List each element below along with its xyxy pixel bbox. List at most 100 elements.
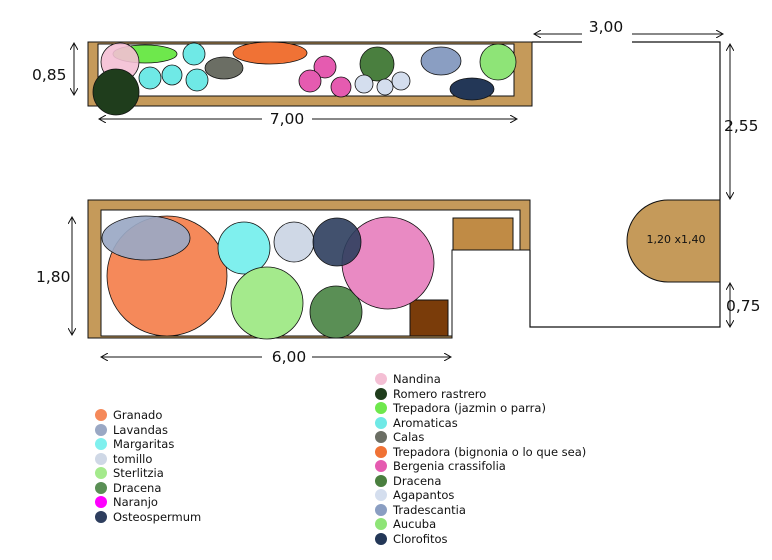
plant-aromaticas-4 [185, 68, 209, 92]
dim-label-top-length: 7,00 [270, 110, 305, 128]
legend-swatch-icon [375, 373, 387, 386]
garden-plan: 1,20 x1,40 [32, 18, 761, 366]
round-bed [626, 199, 721, 283]
legend-item: Tradescantia [375, 503, 586, 518]
legend-swatch-icon [375, 416, 387, 429]
legend-swatch-icon [375, 474, 387, 487]
legend-swatch-icon [375, 503, 387, 516]
legend-label: Osteospermum [113, 509, 202, 524]
light-planter-box [452, 217, 514, 251]
plant-bergenia-2 [298, 69, 322, 93]
legend-label: Tradescantia [393, 502, 466, 517]
legend-swatch-icon [95, 452, 107, 465]
legend-item: Dracena [95, 481, 201, 496]
plant-agapantos-2 [376, 78, 394, 96]
legend-label: Nandina [393, 372, 441, 386]
legend-label: Aucuba [393, 517, 437, 531]
plant-aucuba [479, 43, 517, 81]
dim-label-lower-height: 1,80 [36, 268, 71, 286]
legend-swatch-icon [95, 423, 107, 436]
legend-item: Naranjo [95, 495, 201, 510]
top-bed-plants [92, 41, 517, 116]
plant-aromaticas-3 [182, 42, 206, 66]
plant-bergenia-1 [313, 55, 337, 79]
plant-aromaticas-1 [138, 66, 162, 90]
plant-agapantos-3 [391, 71, 411, 91]
legend-label: Clorofitos [393, 531, 448, 546]
plant-tomillo [273, 221, 315, 263]
legend-label: Agapantos [393, 488, 455, 502]
plant-sterlitzia [230, 266, 304, 340]
legend-swatch-icon [95, 496, 107, 509]
legend-swatch-icon [375, 460, 387, 473]
plant-bergenia-3 [330, 76, 352, 98]
legend-item: Sterlitzia [95, 466, 201, 481]
legend-label: Bergenia crassifolia [393, 459, 506, 473]
legend-swatch-icon [95, 467, 107, 480]
legend-label: Romero rastrero [393, 386, 487, 401]
legend-label: Lavandas [113, 422, 168, 437]
legend-label: Trepadora (bignonia o lo que sea) [393, 444, 587, 459]
legend-item: Trepadora (jazmin o parra) [375, 401, 586, 416]
plant-clorofitos [449, 77, 495, 101]
plant-tradescantia [420, 46, 462, 76]
dim-label-terrace-width: 3,00 [589, 18, 624, 36]
legend-item: tomillo [95, 452, 201, 467]
dimension-labels: 0,85 7,00 3,00 2,55 1,80 6,00 0,75 [32, 18, 761, 366]
legend-swatch-icon [375, 387, 387, 400]
plant-trepadora-bignonia [232, 41, 308, 65]
legend-swatch-icon [95, 438, 107, 451]
legend-item: Aromaticas [375, 416, 586, 431]
dim-label-terrace-lower: 0,75 [726, 297, 761, 315]
legend-swatch-icon [95, 409, 107, 422]
plant-dracena-top [359, 46, 395, 82]
legend-item: Romero rastrero [375, 387, 586, 402]
dim-label-terrace-upper: 2,55 [724, 117, 759, 135]
legend-label: Margaritas [113, 437, 175, 451]
legend-label: Dracena [393, 473, 442, 488]
legend-item: Aucuba [375, 517, 586, 532]
plant-lavandas [101, 215, 191, 261]
legend-label: Naranjo [113, 495, 158, 509]
legend-item: Nandina [375, 372, 586, 387]
plant-osteospermum [312, 217, 362, 267]
legend-label: Granado [113, 408, 163, 422]
plant-calas [204, 56, 244, 80]
plant-agapantos-1 [354, 74, 374, 94]
dark-planter-box [409, 299, 449, 337]
legend-swatch-icon [375, 402, 387, 415]
legend-label: Sterlitzia [113, 466, 164, 480]
legend-item: Calas [375, 430, 586, 445]
lower-bed-plants [101, 215, 435, 340]
legend-item: Lavandas [95, 423, 201, 438]
legend-swatch-icon [375, 532, 387, 545]
legend-item: Margaritas [95, 437, 201, 452]
plant-romero-rastrero [92, 68, 140, 116]
dim-label-top-height: 0,85 [32, 66, 67, 84]
legend-item: Granado [95, 408, 201, 423]
plant-dracena-lower [309, 285, 363, 339]
dim-label-lower-length: 6,00 [272, 348, 307, 366]
legend-swatch-icon [95, 481, 107, 494]
legend-item: Dracena [375, 474, 586, 489]
legend-item: Bergenia crassifolia [375, 459, 586, 474]
legend-swatch-icon [375, 518, 387, 531]
legend-swatch-icon [375, 431, 387, 444]
round-bed-label: 1,20 x1,40 [647, 233, 706, 246]
legend-item: Clorofitos [375, 532, 586, 547]
legend-label: tomillo [113, 451, 153, 466]
plant-aromaticas-2 [161, 64, 183, 86]
legend-item: Agapantos [375, 488, 586, 503]
legend-item: Trepadora (bignonia o lo que sea) [375, 445, 586, 460]
legend-label: Aromaticas [393, 415, 458, 430]
legend-swatch-icon [375, 489, 387, 502]
legend-label: Calas [393, 430, 425, 444]
legend-label: Dracena [113, 480, 162, 495]
terrace-outline [529, 41, 721, 328]
plant-margaritas [217, 221, 271, 275]
legend-swatch-icon [375, 445, 387, 458]
legend-swatch-icon [95, 510, 107, 523]
legend-item: Osteospermum [95, 510, 201, 525]
